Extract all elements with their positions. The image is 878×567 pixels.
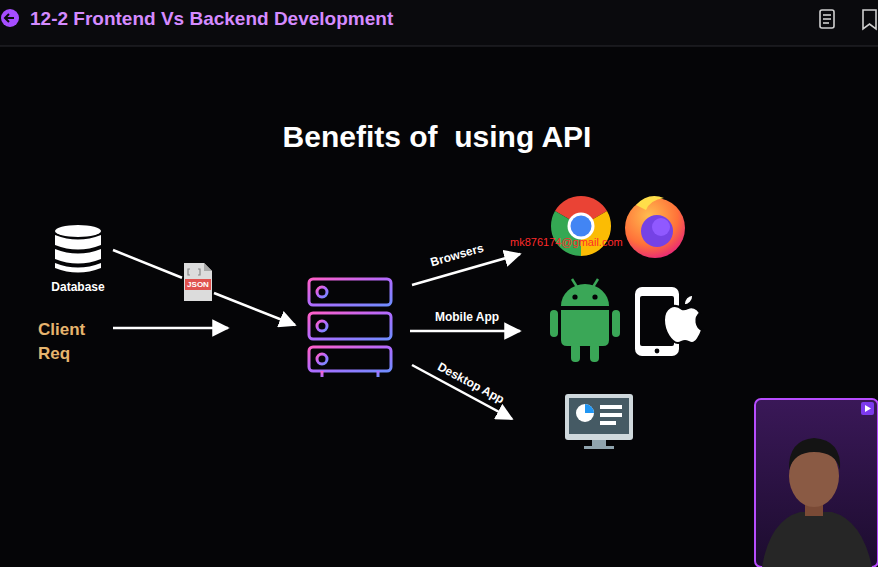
request-arrow [113, 327, 228, 330]
json-file-node: JSON [182, 262, 214, 290]
watermark: mk876174@gmail.com [510, 236, 623, 248]
header-rule [0, 46, 878, 47]
back-icon [1, 9, 19, 27]
file-outline [184, 263, 212, 301]
bookmark-icon [863, 10, 876, 29]
connector [113, 250, 182, 278]
desktop-icon [565, 394, 633, 449]
lesson-title: 12-2 Frontend Vs Backend Development [30, 8, 393, 30]
slide-title: Benefits of using API [283, 120, 592, 154]
header-bar [0, 0, 878, 46]
file-fold [204, 263, 212, 271]
file-brackets [188, 269, 200, 275]
notes-icon [820, 10, 834, 28]
arrow-label: Mobile App [435, 310, 499, 324]
data-arrow [214, 293, 295, 325]
webcam-overlay [755, 399, 878, 567]
client-request-label: Client Req [38, 318, 100, 366]
database-icon [55, 225, 101, 273]
mobile-arrow [410, 330, 520, 333]
node-text: JSON [185, 279, 211, 290]
android-icon [550, 279, 620, 362]
arrow-label: Browsers [429, 241, 485, 270]
iphone-icon [635, 287, 702, 356]
server-icon [309, 279, 391, 377]
node-text: Database [51, 280, 104, 294]
firefox-icon [625, 196, 685, 258]
database-node: Database [46, 222, 110, 294]
